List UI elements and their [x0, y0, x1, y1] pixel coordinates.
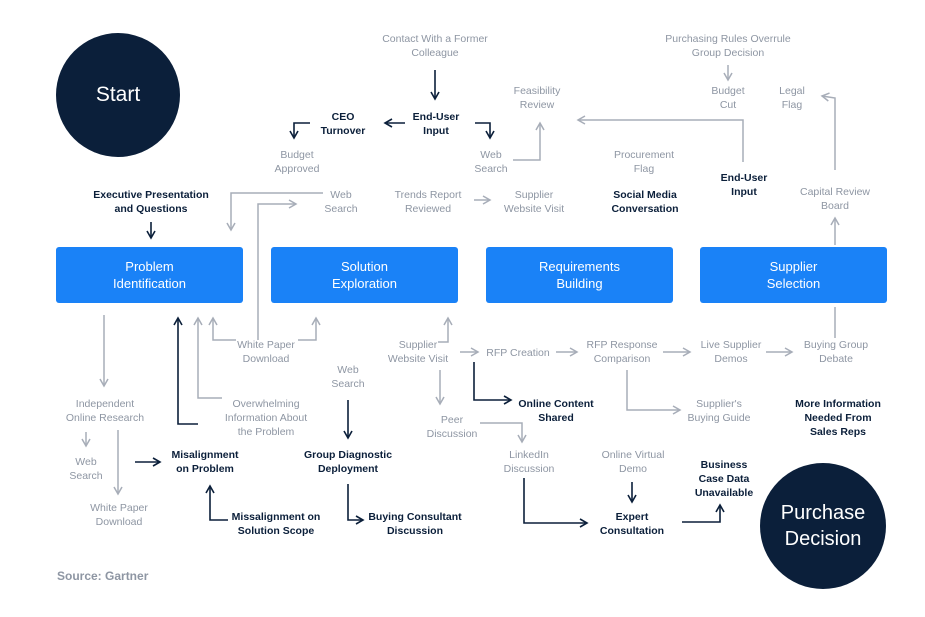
- label-overwhelming-information: Overwhelming Information About the Probl…: [224, 398, 308, 438]
- purchase-decision-node: Purchase Decision: [760, 463, 886, 589]
- label-social-media: Social Media Conversation: [611, 189, 679, 215]
- label-online-virtual-demo: Online Virtual Demo: [601, 449, 665, 475]
- label-budget-cut: Budget Cut: [711, 85, 745, 111]
- arrow-whitepaper-up-to-web-search: [257, 199, 298, 340]
- label-rfp-creation: RFP Creation: [486, 347, 550, 359]
- stage-solution-exploration: Solution Exploration: [271, 247, 458, 303]
- arrow-expert-to-business-case: [682, 503, 725, 523]
- label-purchasing-rules: Purchasing Rules Overrule Group Decision: [665, 33, 791, 59]
- start-node: Start: [56, 33, 180, 157]
- label-buying-consultant: Buying Consultant Discussion: [368, 511, 462, 537]
- source-caption: Source: Gartner: [57, 569, 149, 583]
- arrow-end-user-to-web-search: [475, 122, 495, 140]
- label-budget-approved: Budget Approved: [274, 149, 320, 175]
- arrow-scope-to-misalignment: [205, 484, 228, 521]
- label-misalignment-scope: Missalignment on Solution Scope: [231, 511, 321, 537]
- label-web-search-center: Web Search: [331, 364, 365, 390]
- arrow-linkedin-to-expert: [523, 478, 589, 528]
- label-white-paper-download-mid: White Paper Download: [237, 339, 295, 365]
- label-web-search-mid: Web Search: [324, 189, 358, 215]
- arrow-response-to-guide: [626, 370, 682, 415]
- label-trends-report: Trends Report Reviewed: [394, 189, 462, 215]
- label-supplier-website-visit-mid: Supplier Website Visit: [387, 339, 449, 365]
- label-buying-group-debate: Buying Group Debate: [803, 339, 869, 365]
- label-web-search-top: Web Search: [474, 149, 508, 175]
- arrow-to-problem-from-whitepaper: [208, 316, 236, 341]
- label-live-supplier-demos: Live Supplier Demos: [700, 339, 762, 365]
- label-contact-former-colleague: Contact With a Former Colleague: [382, 33, 488, 59]
- arrow-supplier-visit-to-solution: [438, 316, 453, 343]
- arrow-capital-review-to-legal-flag: [820, 92, 836, 170]
- stage-requirements-building: Requirements Building: [486, 247, 673, 303]
- label-peer-discussion: Peer Discussion: [426, 414, 478, 440]
- label-supplier-website-visit-top: Supplier Website Visit: [503, 189, 565, 215]
- stage-supplier-selection: Supplier Selection: [700, 247, 887, 303]
- label-suppliers-buying-guide: Supplier's Buying Guide: [687, 398, 751, 424]
- arrow-ceo-to-budget: [289, 122, 310, 140]
- label-end-user-input-right: End-User Input: [720, 172, 768, 198]
- label-more-information-needed: More Information Needed From Sales Reps: [795, 398, 881, 438]
- arrow-supplier-visit-to-online-content: [473, 362, 513, 405]
- label-ceo-turnover: CEO Turnover: [320, 111, 366, 137]
- label-misalignment-problem: Misalignment on Problem: [171, 449, 239, 475]
- label-end-user-input-top: End-User Input: [412, 111, 460, 137]
- arrow-end-user-to-feasibility: [576, 115, 744, 162]
- arrow-peer-to-linkedin: [480, 422, 527, 444]
- stage-problem-identification: Problem Identification: [56, 247, 243, 303]
- label-capital-review-board: Capital Review Board: [799, 186, 871, 212]
- arrow-overwhelming-to-problem: [193, 316, 222, 399]
- label-rfp-response-comparison: RFP Response Comparison: [586, 339, 658, 365]
- arrow-web-search-to-problem: [226, 192, 323, 232]
- label-executive-presentation: Executive Presentation and Questions: [93, 189, 209, 215]
- arrow-whitepaper-to-solution: [298, 316, 321, 341]
- label-legal-flag: Legal Flag: [779, 85, 805, 111]
- arrow-misalignment-up-to-problem: [173, 316, 198, 425]
- label-web-search-left: Web Search: [69, 456, 103, 482]
- arrow-diagnostic-to-consultant: [347, 484, 365, 525]
- label-independent-research: Independent Online Research: [65, 398, 145, 424]
- label-online-content-shared: Online Content Shared: [518, 398, 594, 424]
- label-expert-consultation: Expert Consultation: [599, 511, 665, 537]
- label-white-paper-download-left: White Paper Download: [90, 502, 148, 528]
- label-procurement-flag: Procurement Flag: [613, 149, 675, 175]
- label-business-case-data: Business Case Data Unavailable: [694, 459, 754, 499]
- label-group-diagnostic: Group Diagnostic Deployment: [303, 449, 393, 475]
- label-feasibility-review: Feasibility Review: [513, 85, 561, 111]
- label-linkedin-discussion: LinkedIn Discussion: [503, 449, 555, 475]
- arrow-web-search-to-feasibility: [513, 121, 545, 161]
